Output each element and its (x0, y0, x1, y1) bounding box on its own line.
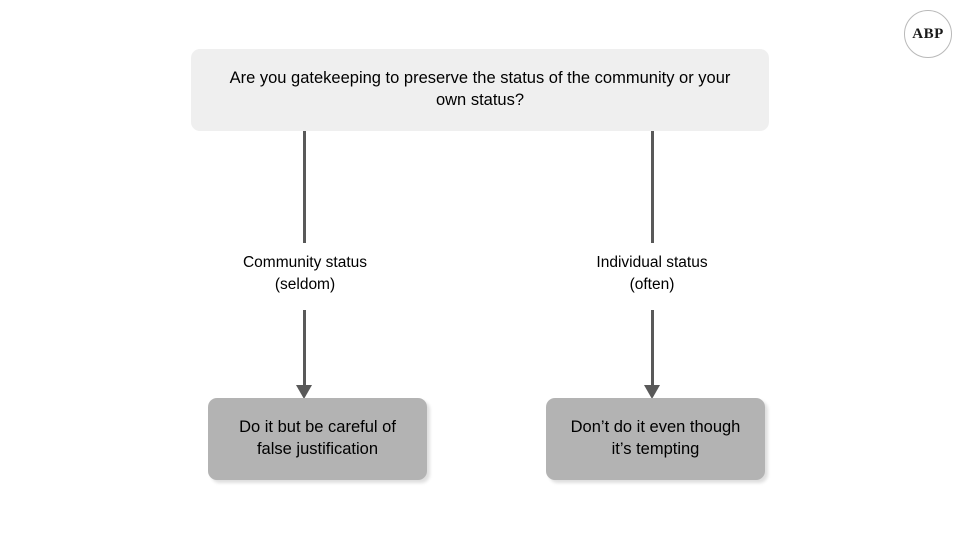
abp-logo-text: ABP (912, 25, 944, 42)
branch-label-individual-status: Individual status (often) (596, 254, 708, 294)
connector-left-branch-to-outcome (303, 310, 306, 385)
abp-logo-badge: ABP (904, 10, 952, 58)
connector-question-to-right-branch (651, 131, 654, 243)
connector-question-to-left-branch (303, 131, 306, 243)
branch-label-community-status: Community status (seldom) (242, 254, 368, 294)
outcome-node-right-label: Don’t do it even though it’s tempting (570, 418, 741, 458)
arrowhead-down-icon-right (644, 385, 660, 399)
outcome-node-left: Do it but be careful of false justificat… (208, 398, 427, 480)
connector-right-branch-to-outcome (651, 310, 654, 385)
question-node: Are you gatekeeping to preserve the stat… (191, 49, 769, 131)
outcome-node-left-label: Do it but be careful of false justificat… (239, 418, 396, 458)
question-node-label: Are you gatekeeping to preserve the stat… (229, 69, 731, 109)
arrowhead-down-icon-left (296, 385, 312, 399)
outcome-node-right: Don’t do it even though it’s tempting (546, 398, 765, 480)
